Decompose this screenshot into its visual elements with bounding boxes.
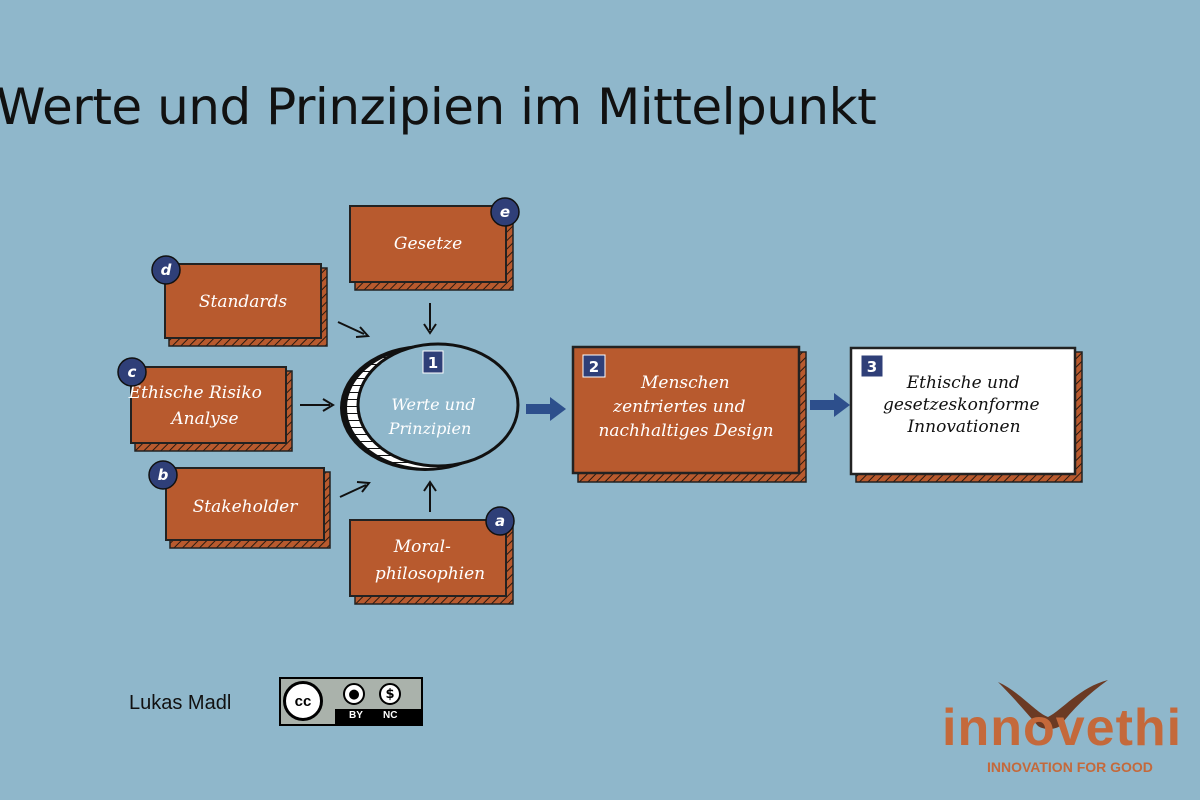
input-label-stakeholder: Stakeholder xyxy=(193,497,299,517)
logo-wordmark: innovethi xyxy=(942,699,1183,757)
badge-b: b xyxy=(148,460,178,490)
bird-icon xyxy=(998,680,1108,729)
step-1-circle: 1 Werte und Prinzipien xyxy=(340,342,520,471)
input-arrows xyxy=(300,303,437,512)
author-name: Lukas Madl xyxy=(129,692,232,714)
arrow-standards-icon xyxy=(337,321,371,338)
badge-c: c xyxy=(117,357,147,387)
innovethic-logo: innovethi INNOVATION FOR GOOD xyxy=(940,672,1200,782)
input-label-gesetze: Gesetze xyxy=(394,234,462,254)
badge-e: e xyxy=(490,197,520,227)
arrow-gesetze-icon xyxy=(423,303,437,335)
step-3-label: Ethische und gesetzeskonforme Innovation… xyxy=(883,373,1045,437)
input-box-stakeholder: Stakeholder xyxy=(165,467,331,549)
badge-d: d xyxy=(151,255,181,285)
input-label-risk-analysis: Ethische Risiko Analyse xyxy=(128,383,268,429)
step-3-box: 3 Ethische und gesetzeskonforme Innovati… xyxy=(849,346,1083,483)
arrow-stakeholder-icon xyxy=(339,481,371,498)
cc-icon: cc xyxy=(283,681,323,721)
input-label-standards: Standards xyxy=(199,292,288,312)
noncommercial-icon: $ xyxy=(379,683,401,705)
step-1-label: Werte und Prinzipien xyxy=(388,395,481,438)
arrow-step2-to-step3-icon xyxy=(810,393,850,417)
step-2-number: 2 xyxy=(589,358,599,376)
cc-by-label: BY xyxy=(349,710,363,721)
arrow-moral-icon xyxy=(423,480,437,512)
step-2-box: 2 Menschen zentriertes und nachhaltiges … xyxy=(571,345,807,483)
step-1-number: 1 xyxy=(428,354,438,372)
input-box-moralphilosophie: Moral- philosophien xyxy=(349,519,514,605)
page-title: Werte und Prinzipien im Mittelpunkt xyxy=(0,78,877,136)
svg-text:d: d xyxy=(161,261,172,279)
svg-text:b: b xyxy=(158,466,169,484)
logo-tagline: INNOVATION FOR GOOD xyxy=(987,759,1153,775)
cc-license-badge: cc ● $ BY NC xyxy=(279,677,423,726)
input-box-risk-analysis: Ethische Risiko Analyse xyxy=(128,366,293,452)
attribution-icon: ● xyxy=(343,683,365,705)
step-3-number: 3 xyxy=(867,358,877,376)
arrow-risk-icon xyxy=(300,398,335,412)
cc-nc-label: NC xyxy=(383,710,398,721)
svg-text:a: a xyxy=(495,512,505,530)
step-2-label: Menschen zentriertes und nachhaltiges De… xyxy=(598,373,773,441)
input-label-moralphilosophie: Moral- philosophien xyxy=(375,537,485,584)
badge-a: a xyxy=(485,506,515,536)
cc-license-strip xyxy=(335,709,421,724)
svg-text:c: c xyxy=(128,363,137,381)
input-box-standards: Standards xyxy=(164,263,328,347)
arrow-step1-to-step2-icon xyxy=(526,397,566,421)
input-box-gesetze: Gesetze xyxy=(349,205,514,291)
svg-text:e: e xyxy=(500,203,510,221)
